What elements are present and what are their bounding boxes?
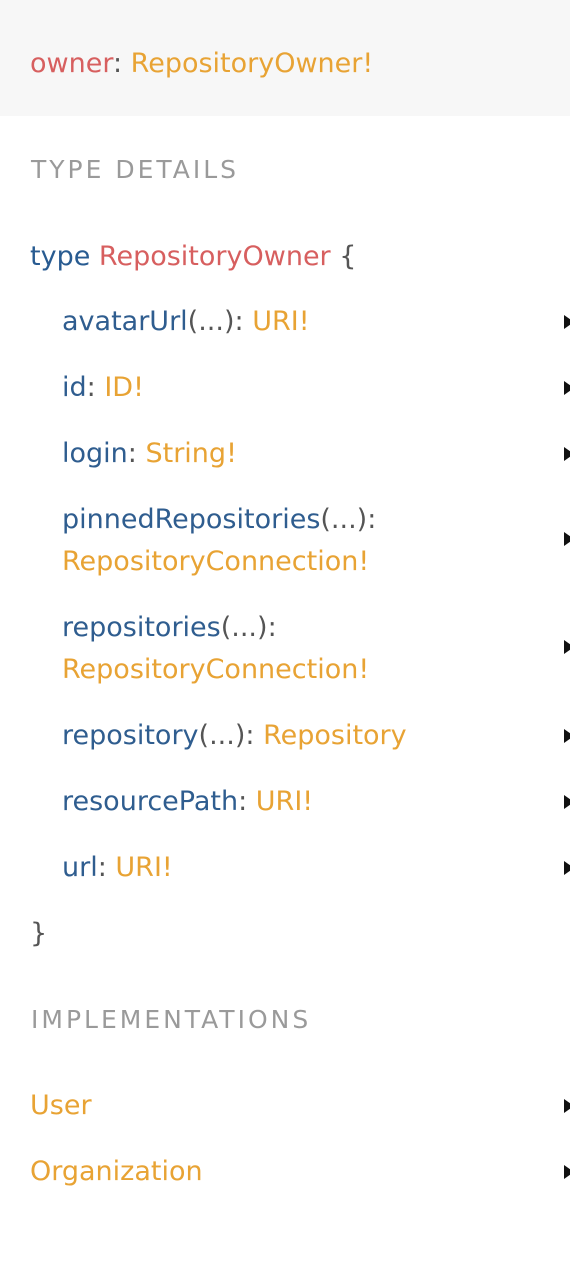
field-type-link[interactable]: ID! <box>104 372 144 403</box>
implementation-link[interactable]: User <box>30 1090 92 1121</box>
field-name[interactable]: id <box>62 372 87 403</box>
field-args: (...) <box>320 504 368 535</box>
type-definition-line: type RepositoryOwner { <box>30 236 356 278</box>
field-row-repositories[interactable]: repositories(...): RepositoryConnection! <box>0 607 570 693</box>
field-args: (...) <box>220 612 268 643</box>
field-header: owner: RepositoryOwner! <box>0 0 570 116</box>
field-name[interactable]: repositories <box>62 612 221 643</box>
close-brace: } <box>30 918 48 949</box>
field-type-link[interactable]: URI! <box>252 306 310 337</box>
close-brace-line: } <box>30 913 47 955</box>
field-name[interactable]: url <box>62 852 98 883</box>
expand-arrow-icon[interactable] <box>564 447 570 461</box>
field-colon: : <box>367 504 377 535</box>
field-colon: : <box>267 612 277 643</box>
expand-arrow-icon[interactable] <box>564 1165 570 1179</box>
field-row-resourcePath[interactable]: resourcePath: URI! <box>0 781 570 825</box>
implementation-item-organization[interactable]: Organization <box>0 1151 570 1195</box>
field-row-url[interactable]: url: URI! <box>0 847 570 891</box>
type-keyword: type <box>30 241 91 272</box>
field-args: (...) <box>187 306 235 337</box>
field-colon: : <box>245 720 255 751</box>
type-definition-name: RepositoryOwner <box>98 241 331 272</box>
field-row-repository[interactable]: repository(...): Repository <box>0 715 570 759</box>
field-type-link[interactable]: RepositoryConnection! <box>62 546 370 577</box>
field-row-pinnedRepositories[interactable]: pinnedRepositories(...): RepositoryConne… <box>0 499 570 585</box>
field-type-link[interactable]: URI! <box>115 852 173 883</box>
field-colon: : <box>127 438 137 469</box>
field-signature: owner: RepositoryOwner! <box>30 44 373 84</box>
field-type-link[interactable]: URI! <box>255 786 314 817</box>
header-field-name: owner <box>30 48 113 79</box>
field-name[interactable]: pinnedRepositories <box>62 504 321 535</box>
field-colon: : <box>97 852 107 883</box>
field-type-link[interactable]: Repository <box>263 720 407 751</box>
implementations-title: IMPLEMENTATIONS <box>31 1005 312 1034</box>
field-row-login[interactable]: login: String! <box>0 433 570 477</box>
expand-arrow-icon[interactable] <box>564 532 570 546</box>
field-type-link[interactable]: String! <box>145 438 237 469</box>
implementation-link[interactable]: Organization <box>30 1156 203 1187</box>
field-colon: : <box>238 786 248 817</box>
implementation-item-user[interactable]: User <box>0 1085 570 1129</box>
type-details-title: TYPE DETAILS <box>31 155 240 184</box>
field-name[interactable]: login <box>62 438 128 469</box>
field-type-link[interactable]: RepositoryConnection! <box>62 654 370 685</box>
expand-arrow-icon[interactable] <box>564 729 570 743</box>
field-colon: : <box>234 306 244 337</box>
expand-arrow-icon[interactable] <box>564 315 570 329</box>
field-row-id[interactable]: id: ID! <box>0 367 570 411</box>
field-name[interactable]: repository <box>62 720 199 751</box>
field-args: (...) <box>198 720 246 751</box>
expand-arrow-icon[interactable] <box>564 381 570 395</box>
expand-arrow-icon[interactable] <box>564 861 570 875</box>
field-colon: : <box>86 372 96 403</box>
header-type-link[interactable]: RepositoryOwner! <box>130 48 374 79</box>
open-brace: { <box>339 241 357 272</box>
expand-arrow-icon[interactable] <box>564 1099 570 1113</box>
field-row-avatarUrl[interactable]: avatarUrl(...): URI! <box>0 301 570 345</box>
expand-arrow-icon[interactable] <box>564 795 570 809</box>
field-name[interactable]: resourcePath <box>62 786 239 817</box>
header-colon: : <box>112 48 123 79</box>
expand-arrow-icon[interactable] <box>564 640 570 654</box>
field-name[interactable]: avatarUrl <box>62 306 188 337</box>
